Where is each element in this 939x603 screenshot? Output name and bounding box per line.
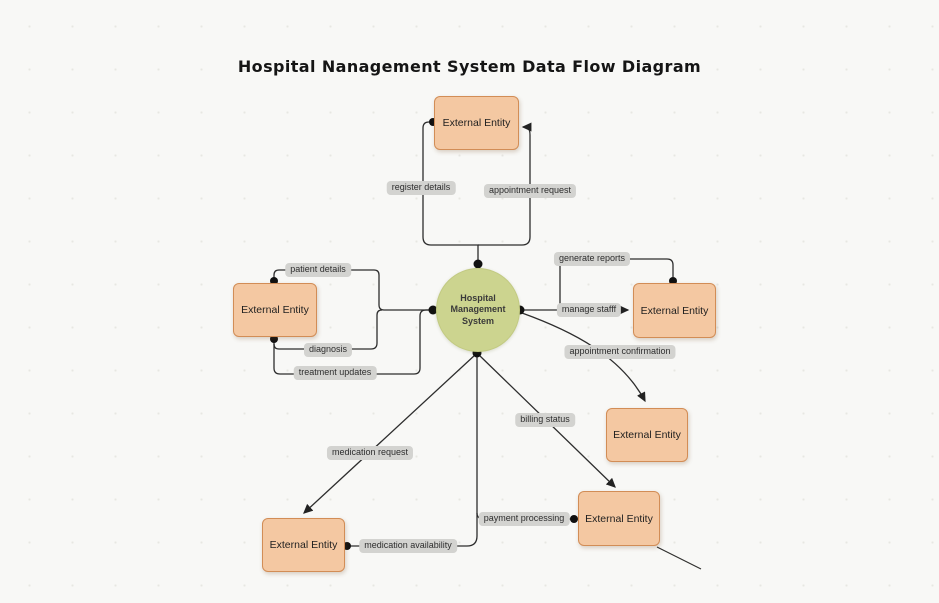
- entity-label: External Entity: [640, 304, 709, 317]
- entity-label: External Entity: [613, 429, 681, 441]
- connector-stub: [656, 546, 702, 570]
- entity-label: External Entity: [442, 117, 511, 129]
- anchor-dot: [570, 515, 578, 523]
- connector-diagnosis: [273, 309, 383, 350]
- entity-label: External Entity: [585, 512, 653, 525]
- process-label: Hospital Management System: [450, 293, 506, 326]
- flow-label-register-details[interactable]: register details: [386, 181, 456, 195]
- entity-node-bottom-right[interactable]: External Entity: [578, 491, 660, 546]
- process-node-hospital-management-system[interactable]: Hospital Management System: [436, 268, 520, 352]
- flow-label-appointment-confirmation[interactable]: appointment confirmation: [564, 345, 676, 359]
- entity-node-right[interactable]: External Entity: [633, 283, 716, 338]
- entity-node-top[interactable]: External Entity: [434, 96, 519, 150]
- entity-label: External Entity: [269, 539, 338, 551]
- entity-node-middle-right[interactable]: External Entity: [606, 408, 688, 462]
- connector-register-details: [422, 121, 479, 261]
- anchor-dot: [270, 335, 278, 343]
- connector-medication-request: [303, 354, 476, 514]
- entity-node-left[interactable]: External Entity: [233, 283, 317, 337]
- diagram-title: Hospital Nanagement System Data Flow Dia…: [237, 57, 702, 76]
- anchor-dot: [428, 305, 438, 315]
- flow-label-appointment-request[interactable]: appointment request: [483, 184, 577, 198]
- flow-label-treatment-updates[interactable]: treatment updates: [293, 366, 377, 380]
- flow-label-medication-availability[interactable]: medication availability: [359, 539, 457, 553]
- connector-patient-details: [273, 269, 430, 311]
- flow-label-medication-request[interactable]: medication request: [326, 446, 414, 460]
- flow-label-billing-status[interactable]: billing status: [515, 413, 575, 427]
- connector-treatment-updates: [273, 309, 430, 375]
- flow-label-diagnosis[interactable]: diagnosis: [303, 343, 353, 357]
- flow-label-payment-processing[interactable]: payment processing: [478, 512, 570, 526]
- flow-label-manage-stafff[interactable]: manage stafff: [556, 303, 622, 317]
- connector-medication-availability: [350, 353, 478, 547]
- entity-label: External Entity: [241, 304, 309, 316]
- anchor-dot: [473, 259, 483, 269]
- entity-node-bottom-left[interactable]: External Entity: [262, 518, 345, 572]
- flow-label-patient-details[interactable]: patient details: [285, 263, 351, 277]
- anchor-dot: [343, 542, 351, 550]
- flow-label-generate-reports[interactable]: generate reports: [553, 252, 631, 266]
